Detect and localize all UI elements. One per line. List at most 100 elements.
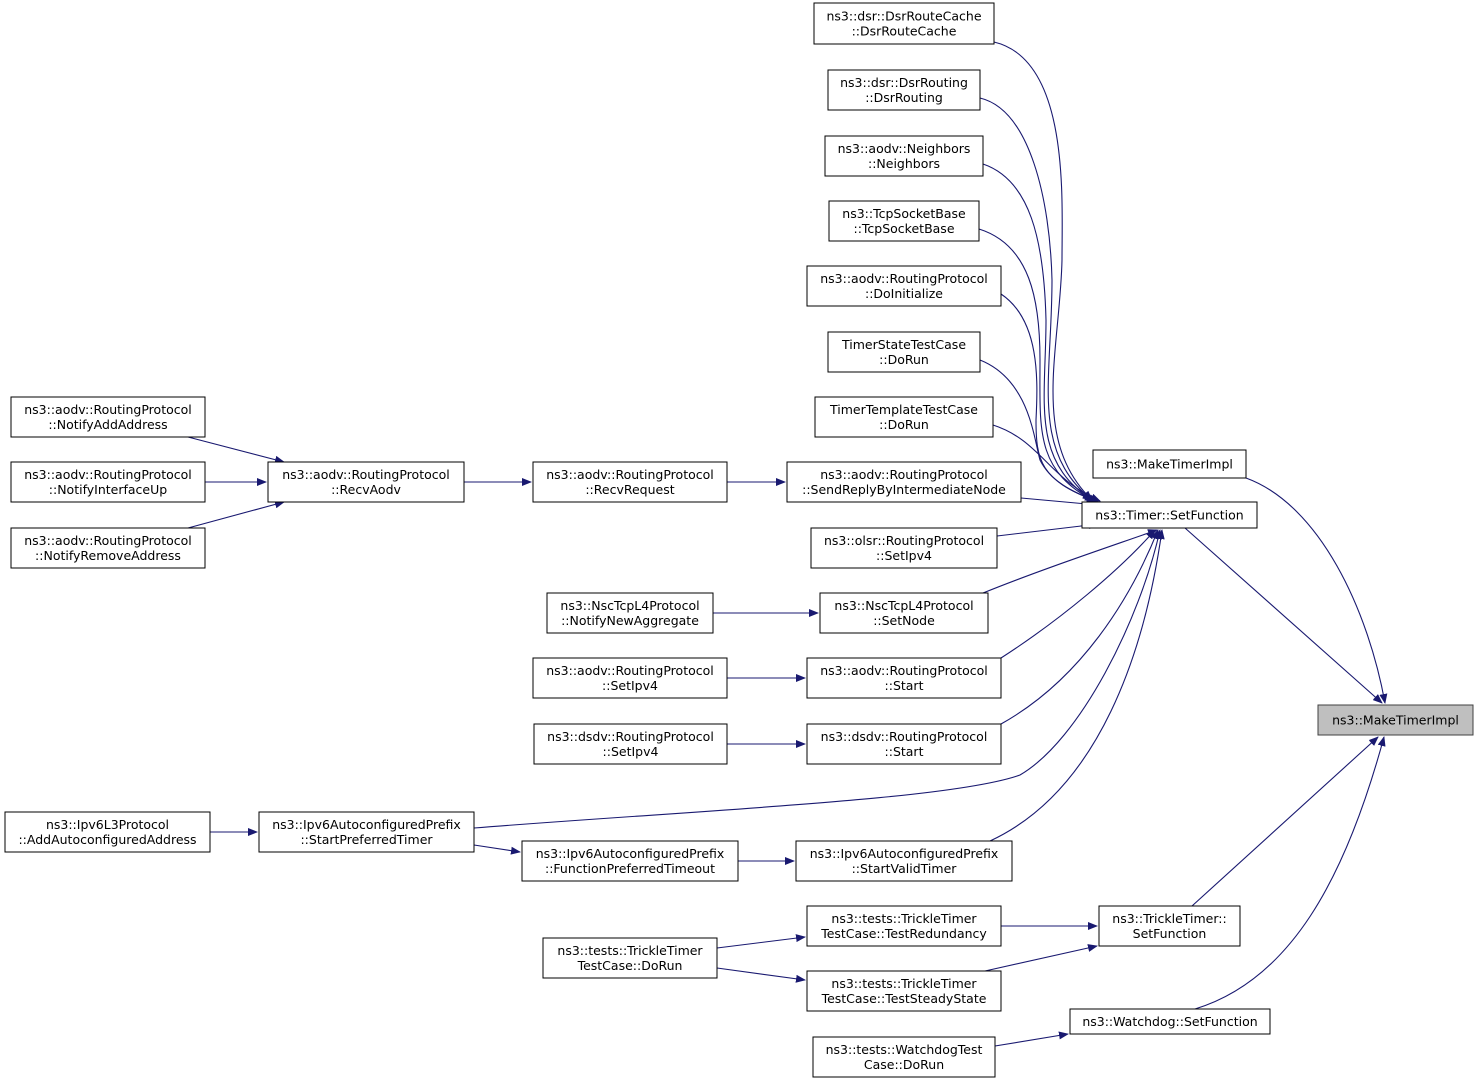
node-ipv6l3-add-autoconfigured[interactable]: ns3::Ipv6L3Protocol::AddAutoconfiguredAd… [4,811,211,853]
node-label-line: ns3::NscTcpL4Protocol [834,598,973,613]
node-label-line: ns3::aodv::RoutingProtocol [24,533,192,548]
node-box [806,970,1002,1012]
node-box [1081,501,1258,529]
node-label-line: ns3::aodv::RoutingProtocol [24,402,192,417]
node-box [521,840,739,882]
node-nsc-set-node[interactable]: ns3::NscTcpL4Protocol::SetNode [819,592,989,634]
node-aodv-recv-request[interactable]: ns3::aodv::RoutingProtocol::RecvRequest [532,461,728,503]
node-box [806,905,1002,947]
node-label-line: ns3::aodv::RoutingProtocol [546,467,714,482]
node-label-line: ::Start [885,744,924,759]
node-box [812,1036,996,1078]
node-aodv-set-ipv4[interactable]: ns3::aodv::RoutingProtocol::SetIpv4 [532,657,728,699]
edge-timer_state_test-to-timer_set_function [979,359,1099,503]
node-label-line: Case::DoRun [864,1057,944,1072]
node-box [4,811,211,853]
node-label-line: ::DoInitialize [865,286,943,301]
node-ipv6-function-preferred-timeout[interactable]: ns3::Ipv6AutoconfiguredPrefix::FunctionP… [521,840,739,882]
node-trickle-test-steady[interactable]: ns3::tests::TrickleTimerTestCase::TestSt… [806,970,1002,1012]
node-box [546,592,714,634]
node-aodv-notify-add-address[interactable]: ns3::aodv::RoutingProtocol::NotifyAddAdd… [10,396,206,438]
node-dsr-route-cache[interactable]: ns3::dsr::DsrRouteCache::DsrRouteCache [813,2,995,45]
node-label-line: ns3::dsr::DsrRouteCache [826,9,981,24]
node-label-line: ns3::aodv::RoutingProtocol [24,467,192,482]
edge-aodv_neighbors-to-timer_set_function [982,163,1093,501]
node-timer-template-test[interactable]: TimerTemplateTestCase::DoRun [814,396,994,438]
node-label-line: ::SetNode [873,613,935,628]
edge-trickle_test_dorun-to-trickle_test_steady [716,967,806,983]
node-box [533,723,728,765]
node-label-line: ::StartPreferredTimer [300,832,433,847]
node-trickle-set-function[interactable]: ns3::TrickleTimer::SetFunction [1098,905,1241,947]
node-label-line: ::DoRun [879,352,929,367]
node-box [267,461,465,503]
node-timer-set-function[interactable]: ns3::Timer::SetFunction [1081,501,1258,529]
node-box [10,461,206,503]
node-label-line: ::SetIpv4 [876,548,932,563]
edge-dsr_routing-to-timer_set_function [979,97,1093,501]
node-make-timer-impl[interactable]: ns3::MakeTimerImpl [1317,704,1474,736]
node-label-line: TimerStateTestCase [841,337,966,352]
edge-timer_template_test-to-timer_set_function [992,424,1101,502]
node-tcp-socket-base[interactable]: ns3::TcpSocketBase::TcpSocketBase [828,200,980,242]
node-label-line: ::StartValidTimer [852,861,958,876]
node-label-line: ::Neighbors [868,156,940,171]
node-box [814,396,994,438]
node-box [795,840,1013,882]
edge-ipv6_start_preferred-to-timer_set_function [473,529,1162,829]
node-nsc-notify-new-aggregate[interactable]: ns3::NscTcpL4Protocol::NotifyNewAggregat… [546,592,714,634]
edge-olsr_set_ipv4-to-timer_set_function [996,521,1099,537]
edge-dsr_route_cache-to-timer_set_function [993,41,1093,501]
node-label-line: ::RecvAodv [331,482,401,497]
node-olsr-set-ipv4[interactable]: ns3::olsr::RoutingProtocol::SetIpv4 [810,527,998,569]
node-aodv-do-initialize[interactable]: ns3::aodv::RoutingProtocol::DoInitialize [806,265,1002,307]
nodes-layer: ns3::MakeTimerImplns3::MakeTimerImplns3:… [4,2,1474,1078]
node-box [806,723,1002,765]
node-timer-state-test[interactable]: TimerStateTestCase::DoRun [827,331,981,373]
node-label-line: ::Start [885,678,924,693]
node-aodv-recv-aodv[interactable]: ns3::aodv::RoutingProtocol::RecvAodv [267,461,465,503]
node-aodv-start[interactable]: ns3::aodv::RoutingProtocol::Start [806,657,1002,699]
node-aodv-neighbors[interactable]: ns3::aodv::Neighbors::Neighbors [824,135,984,177]
node-box [813,2,995,45]
node-label-line: TestCase::TestSteadyState [821,991,987,1006]
edge-timer_set_function-to-make_timer_impl [1184,527,1383,704]
node-box [532,657,728,699]
node-label-line: ns3::aodv::RoutingProtocol [282,467,450,482]
node-make-timer-impl-caller[interactable]: ns3::MakeTimerImpl [1092,449,1247,479]
node-watchdog-set-function[interactable]: ns3::Watchdog::SetFunction [1069,1008,1271,1035]
node-aodv-notify-remove-address[interactable]: ns3::aodv::RoutingProtocol::NotifyRemove… [10,527,206,569]
node-label-line: ns3::aodv::Neighbors [838,141,971,156]
node-label-line: ::SetIpv4 [603,744,659,759]
node-dsdv-set-ipv4[interactable]: ns3::dsdv::RoutingProtocol::SetIpv4 [533,723,728,765]
node-label-line: ::NotifyAddAddress [48,417,167,432]
edge-aodv_start-to-timer_set_function [1000,529,1156,659]
node-aodv-send-reply[interactable]: ns3::aodv::RoutingProtocol::SendReplyByI… [786,461,1022,503]
edge-trickle_test_dorun-to-trickle_test_redundancy [716,934,806,949]
node-label-line: ns3::aodv::RoutingProtocol [820,467,988,482]
node-label-line: ns3::MakeTimerImpl [1106,457,1233,472]
node-box [1069,1008,1271,1035]
node-label-line: ::AddAutoconfiguredAddress [18,832,196,847]
edge-tcp_socket_base-to-timer_set_function [978,228,1095,502]
node-trickle-test-redundancy[interactable]: ns3::tests::TrickleTimerTestCase::TestRe… [806,905,1002,947]
edge-make_timer_impl_caller-to-make_timer_impl [1245,477,1388,704]
node-dsr-routing[interactable]: ns3::dsr::DsrRouting::DsrRouting [827,69,981,111]
node-label-line: ns3::tests::WatchdogTest [826,1042,983,1057]
node-box [810,527,998,569]
node-label-line: ::SetIpv4 [602,678,658,693]
node-ipv6-start-valid[interactable]: ns3::Ipv6AutoconfiguredPrefix::StartVali… [795,840,1013,882]
node-label-line: ns3::Ipv6AutoconfiguredPrefix [810,846,999,861]
node-dsdv-start[interactable]: ns3::dsdv::RoutingProtocol::Start [806,723,1002,765]
node-label-line: TestCase::DoRun [577,958,683,973]
node-aodv-notify-interface-up[interactable]: ns3::aodv::RoutingProtocol::NotifyInterf… [10,461,206,503]
node-label-line: ns3::Ipv6AutoconfiguredPrefix [272,817,461,832]
node-box [827,69,981,111]
node-ipv6-start-preferred[interactable]: ns3::Ipv6AutoconfiguredPrefix::StartPref… [258,811,475,853]
edge-trickle_set_function-to-make_timer_impl [1191,736,1379,907]
node-label-line: ns3::Ipv6L3Protocol [46,817,169,832]
node-box [1092,449,1247,479]
